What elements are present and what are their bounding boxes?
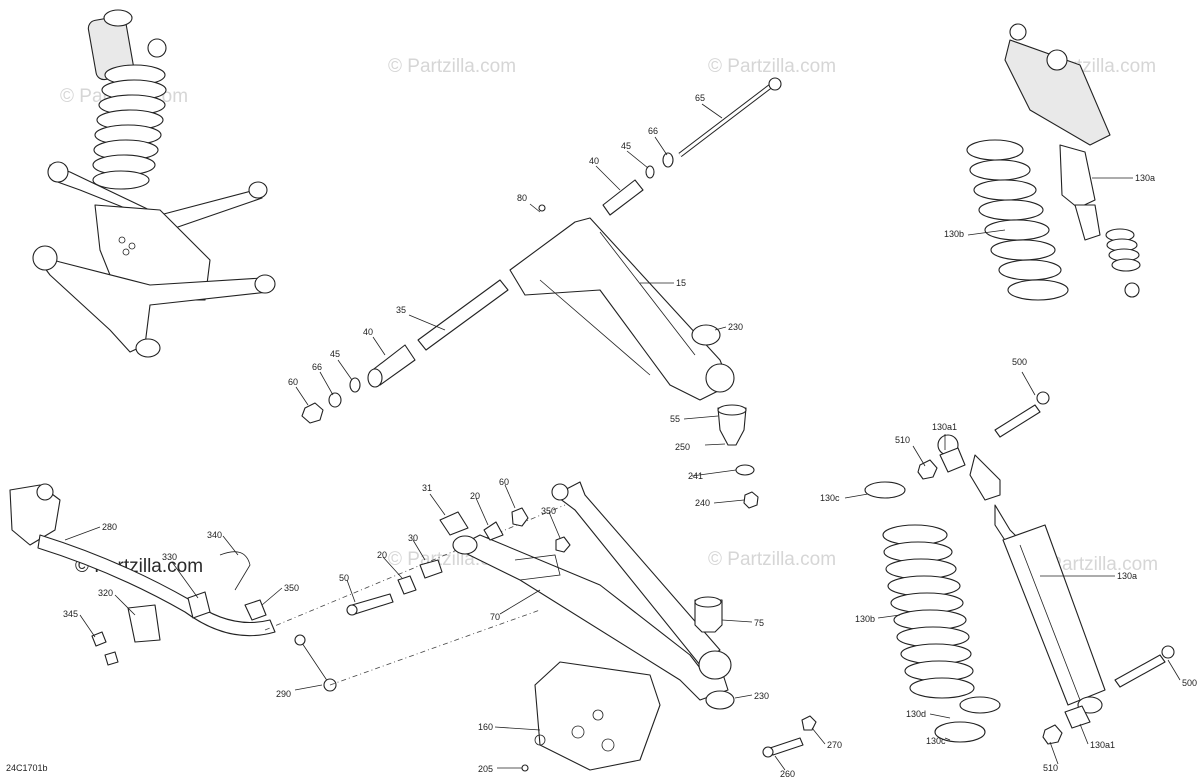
upper-a-arm-exploded	[301, 77, 782, 509]
watermark-6: © Partzilla.com	[1030, 554, 1158, 575]
callout-290-link: 290	[276, 689, 291, 699]
callout-240-nut: 240	[695, 498, 710, 508]
callout-230-ring-upper: 230	[728, 322, 743, 332]
callout-130c-seat-lower: 130c	[926, 736, 946, 746]
callout-45-washer: 45	[621, 141, 631, 151]
callout-80-fitting: 80	[517, 193, 527, 203]
callout-60-nut-b: 60	[499, 477, 509, 487]
callout-labels: 65 66 45 40 80 15 230 35 40 45 66 60 55 …	[63, 93, 1197, 779]
callout-70-lower-arm: 70	[490, 612, 500, 622]
callout-130a1-bushing-upper: 130a1	[932, 422, 957, 432]
callout-280-sway-bar: 280	[102, 522, 117, 532]
top-right-coil-spring	[966, 139, 1069, 301]
callout-345-nut: 345	[63, 609, 78, 619]
watermark-2: © Partzilla.com	[708, 56, 836, 77]
callout-40-bushing: 40	[589, 156, 599, 166]
callout-130a-shock-bottom: 130a	[1117, 571, 1137, 581]
callout-30-tube: 30	[408, 533, 418, 543]
callout-500-bolt-lower: 500	[1182, 678, 1197, 688]
callout-130b-spring-top: 130b	[944, 229, 964, 239]
sway-bar-exploded	[9, 483, 566, 692]
callout-250-pin: 250	[675, 442, 690, 452]
watermark-1: © Partzilla.com	[388, 56, 516, 77]
top-right-shock-absorber	[966, 23, 1141, 301]
callout-500-bolt-upper: 500	[1012, 357, 1027, 367]
callout-340-clamp: 340	[207, 530, 222, 540]
callout-510-nut-lower: 510	[1043, 763, 1058, 773]
callout-130b-spring-bottom: 130b	[855, 614, 875, 624]
watermarks: © Partzilla.com © Partzilla.com © Partzi…	[60, 56, 1158, 577]
callout-270-nut: 270	[827, 740, 842, 750]
callout-65-bolt: 65	[695, 93, 705, 103]
callout-320-bushing: 320	[98, 588, 113, 598]
bottom-right-shock-exploded	[864, 391, 1175, 745]
callout-75-ball-joint: 75	[754, 618, 764, 628]
callout-330-bracket: 330	[162, 552, 177, 562]
callout-130a-shock-top: 130a	[1135, 173, 1155, 183]
callout-350-nut-a: 350	[284, 583, 299, 593]
assembled-suspension-illustration	[32, 9, 276, 358]
callout-50-bolt: 50	[339, 573, 349, 583]
callout-55-ball-joint: 55	[670, 414, 680, 424]
callout-160-skid-plate: 160	[478, 722, 493, 732]
callout-241-washer: 241	[688, 471, 703, 481]
callout-15-upper-arm: 15	[676, 278, 686, 288]
callout-130d-spacer: 130d	[906, 709, 926, 719]
lower-a-arm-exploded	[346, 481, 817, 772]
top-right-bellows	[1105, 228, 1141, 272]
callout-40-bushing-b: 40	[363, 327, 373, 337]
callout-230-ring-lower: 230	[754, 691, 769, 701]
bottom-right-coil-spring	[882, 524, 975, 699]
callout-35-tube: 35	[396, 305, 406, 315]
callout-350-nut-b: 350	[541, 506, 556, 516]
callout-205-rivet: 205	[478, 764, 493, 774]
assembled-coil-spring	[92, 64, 167, 190]
callout-31-washer: 31	[422, 483, 432, 493]
callout-260-bolt: 260	[780, 769, 795, 779]
leader-lines	[64, 103, 1181, 771]
callout-66-washer-b: 66	[312, 362, 322, 372]
callout-66-washer: 66	[648, 126, 658, 136]
callout-510-nut-upper: 510	[895, 435, 910, 445]
watermark-5: © Partzilla.com	[708, 549, 836, 570]
callout-45-washer-b: 45	[330, 349, 340, 359]
callout-130c-seat-upper: 130c	[820, 493, 840, 503]
diagram-code: 24C1701b	[6, 763, 48, 773]
callout-20-bushing-b: 20	[377, 550, 387, 560]
callout-20-bushing-a: 20	[470, 491, 480, 501]
callout-60-nut: 60	[288, 377, 298, 387]
callout-130a1-bushing-lower: 130a1	[1090, 740, 1115, 750]
